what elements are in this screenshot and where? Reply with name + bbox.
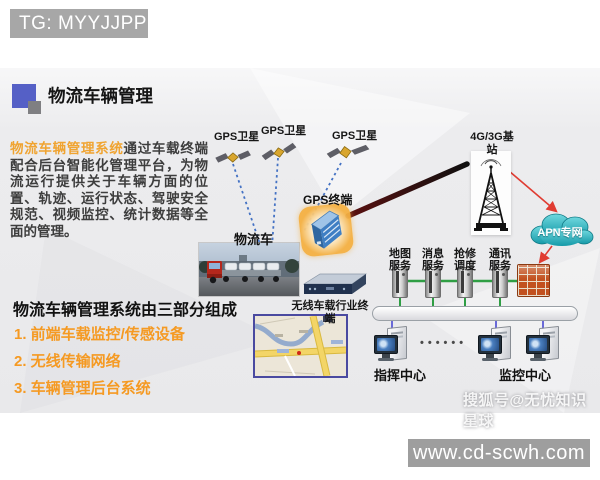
server-label: 抢修调度 — [454, 248, 476, 272]
website-badge: www.cd-scwh.com — [408, 439, 590, 467]
page-title: 物流车辆管理 — [48, 86, 153, 106]
street-map-thumbnail — [253, 314, 348, 378]
truck-label: 物流车 — [234, 232, 274, 247]
workstation-icon — [526, 325, 564, 364]
satellite-label: GPS卫星 — [261, 125, 307, 137]
composition-item: 3. 车辆管理后台系统 — [14, 380, 151, 397]
gps-satellite-icon — [261, 141, 297, 163]
vehicle-router-label: 无线车载行业终端 — [291, 300, 369, 325]
ellipsis-dots: •••••• — [420, 337, 468, 349]
base-station-label: 4G/3G基站 — [470, 131, 514, 156]
command-center-label: 指挥中心 — [374, 368, 427, 383]
gps-satellite-icon — [214, 143, 252, 171]
watermark-text: 搜狐号@无忧知识星球 — [463, 392, 587, 430]
vehicle-router-device — [296, 270, 368, 302]
composition-heading: 物流车辆管理系统由三部分组成 — [13, 302, 238, 319]
title-square-icon — [28, 101, 41, 114]
apn-cloud-label: APN专网 — [537, 227, 583, 239]
satellite-label: GPS卫星 — [332, 130, 378, 142]
tg-badge: TG: MYYJJPP — [10, 9, 148, 38]
gps-satellite-icon — [326, 140, 370, 164]
server-label: 通讯服务 — [489, 248, 511, 272]
intro-highlight: 物流车辆管理系统 — [10, 141, 124, 156]
intro-body: 通过车载终端配合后台智能化管理平台，为物流运行提供关于车辆方面的位置、轨迹、运行… — [10, 141, 209, 239]
firewall-icon — [517, 264, 550, 297]
server-label: 地图服务 — [389, 248, 411, 272]
gps-terminal-device — [304, 207, 349, 255]
server-label: 消息服务 — [422, 248, 444, 272]
base-station-tower — [471, 151, 511, 235]
composition-item: 1. 前端车载监控/传感设备 — [14, 326, 185, 343]
network-bus-pipe — [372, 306, 578, 321]
workstation-icon — [478, 325, 516, 364]
logistics-truck-photo — [199, 243, 299, 296]
composition-item: 2. 无线传输网络 — [14, 353, 121, 370]
intro-paragraph: 物流车辆管理系统通过车载终端配合后台智能化管理平台，为物流运行提供关于车辆方面的… — [10, 141, 208, 241]
gps-terminal-label: GPS终端 — [303, 193, 353, 207]
satellite-label: GPS卫星 — [214, 131, 260, 143]
apn-cloud — [526, 209, 594, 249]
workstation-icon — [374, 325, 412, 364]
monitor-center-label: 监控中心 — [499, 368, 552, 383]
